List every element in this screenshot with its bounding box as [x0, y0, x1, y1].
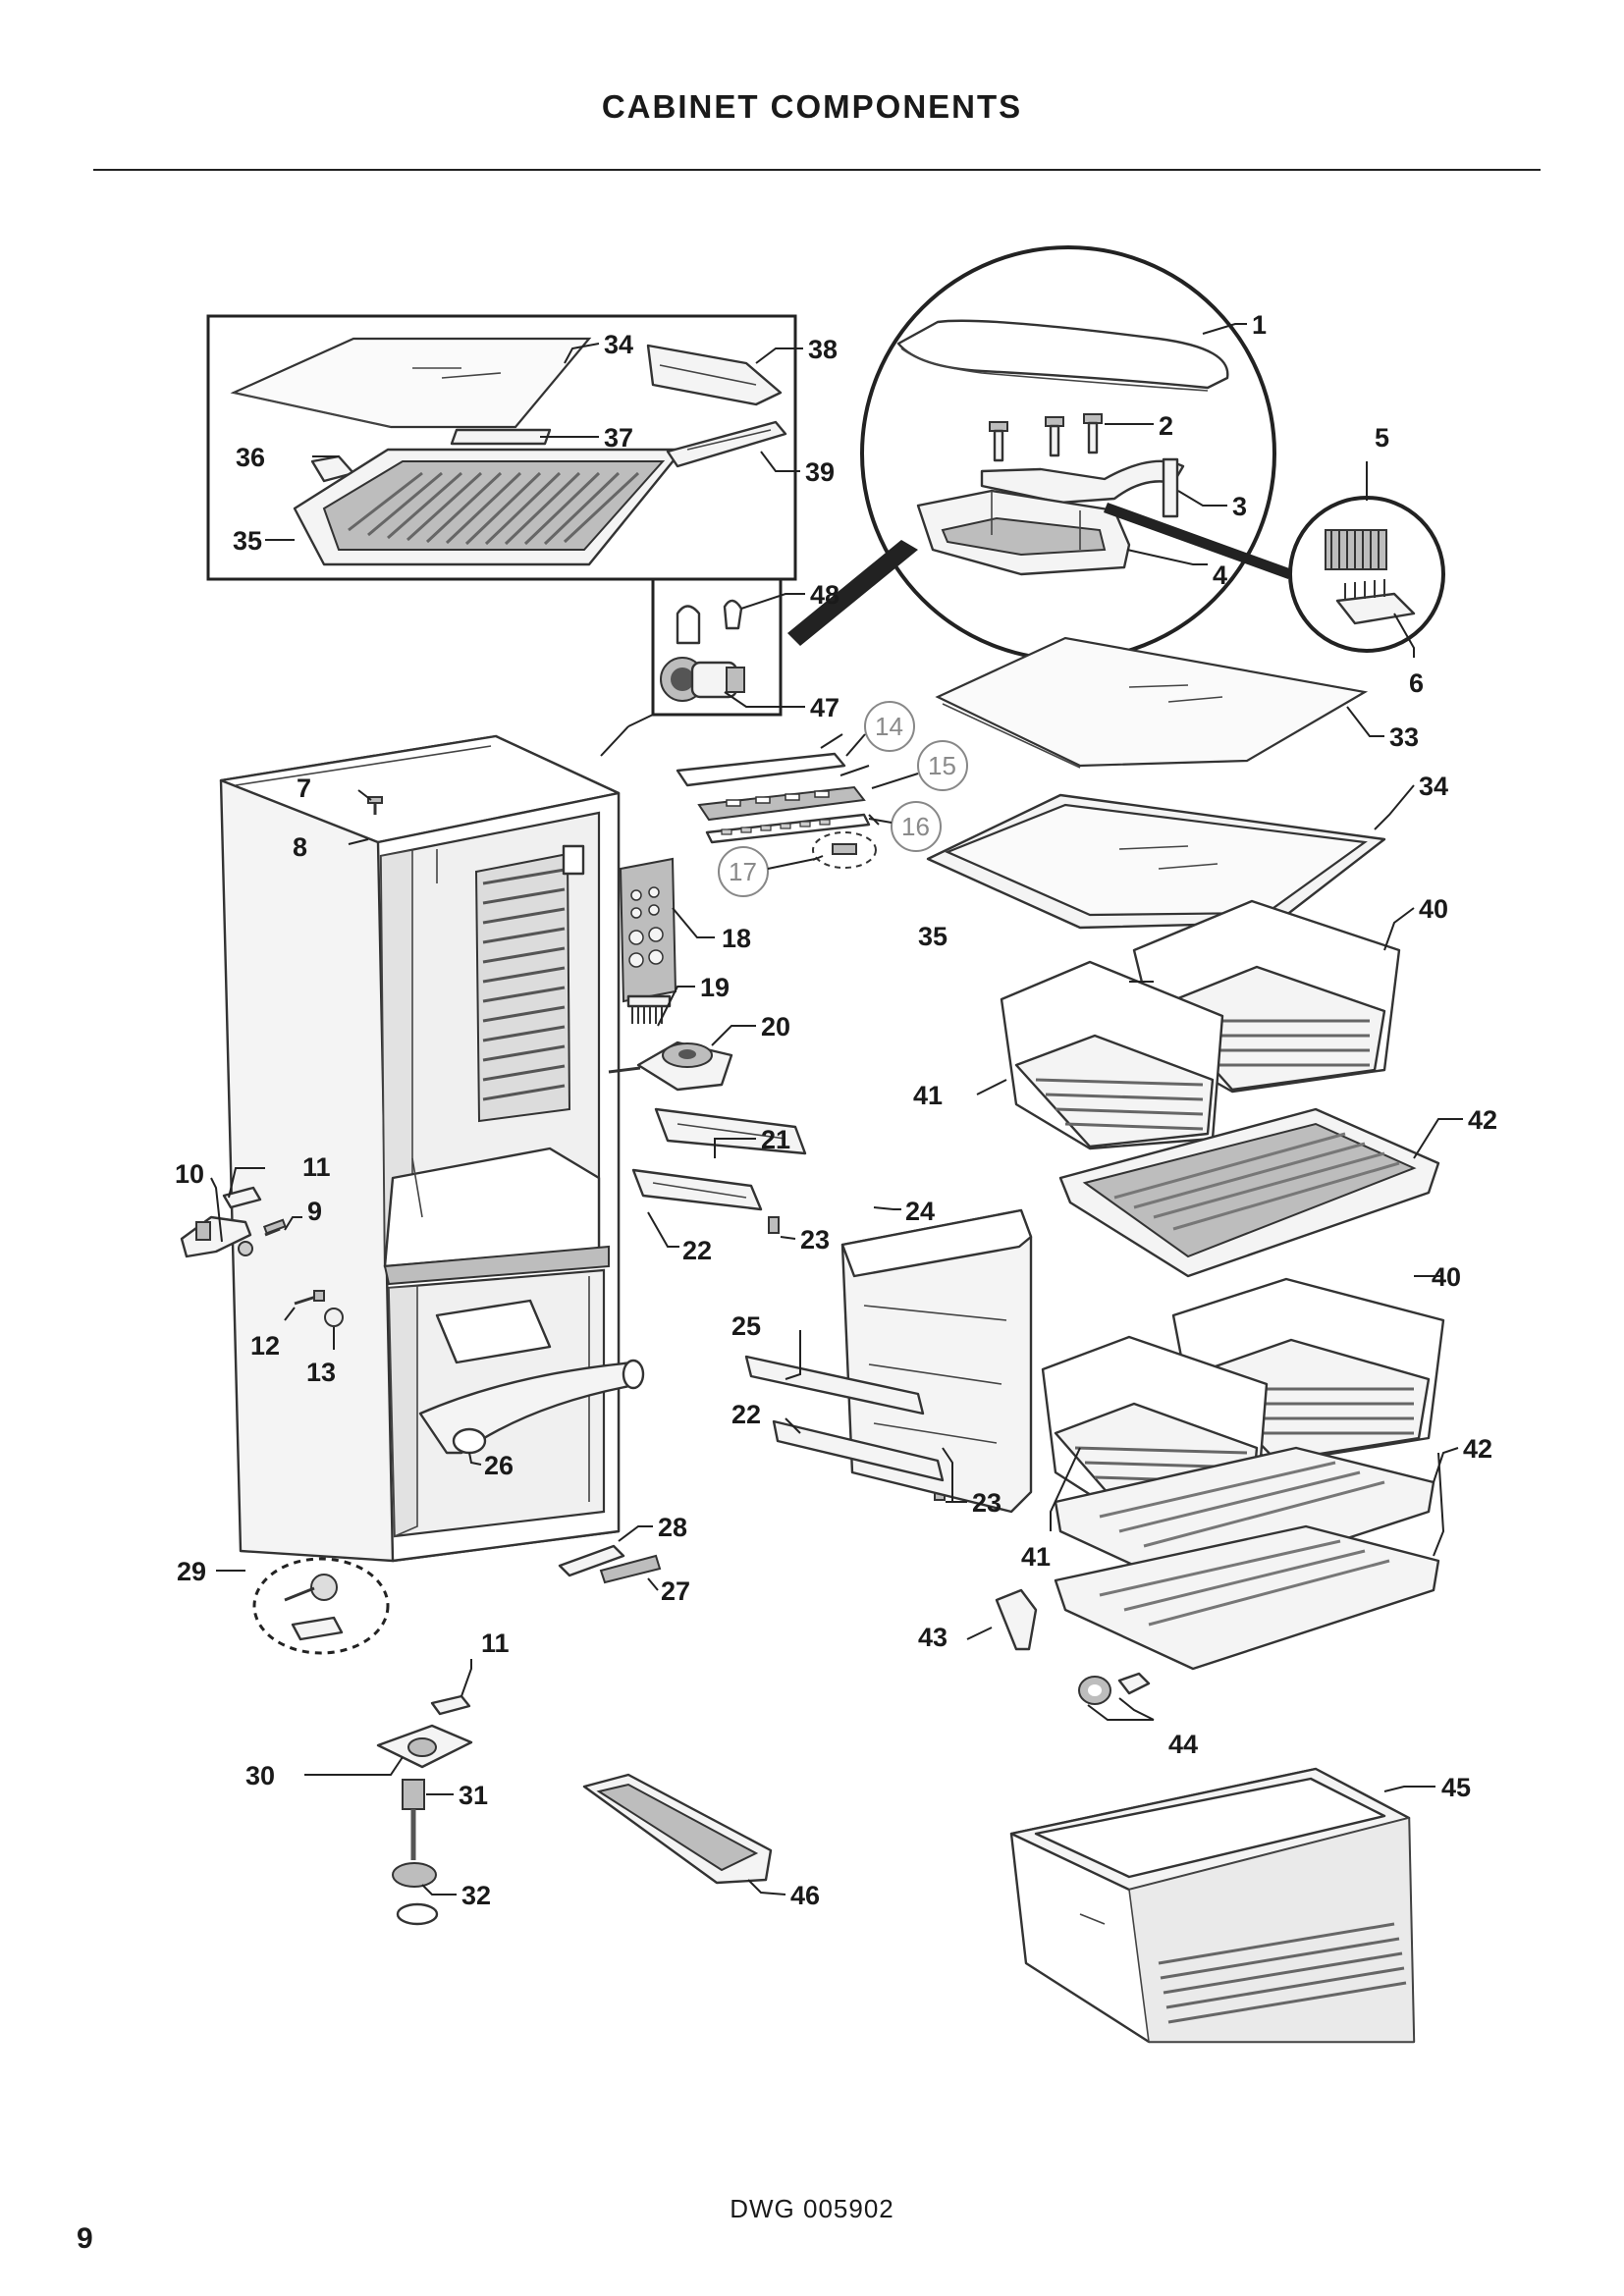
upper-tray — [1058, 1107, 1440, 1278]
page-number: 9 — [77, 2222, 93, 2255]
callout-21: 21 — [761, 1125, 790, 1154]
callout-18: 18 — [722, 924, 751, 953]
lower-bins — [1041, 1277, 1445, 1522]
rail-parts — [631, 1107, 1033, 1514]
callout-45: 45 — [1441, 1773, 1471, 1802]
refrigerator-cabinet — [219, 734, 645, 1563]
title-rule — [93, 169, 1541, 171]
callout-35: 35 — [918, 922, 947, 951]
callout-20: 20 — [761, 1012, 790, 1041]
callout-22: 22 — [682, 1236, 712, 1265]
callout-32: 32 — [461, 1881, 491, 1910]
upper-bins — [1000, 899, 1401, 1150]
light-cover-parts — [676, 752, 877, 869]
callout-1: 1 — [1252, 310, 1267, 340]
callout-31: 31 — [459, 1781, 488, 1810]
lower-trays — [1054, 1446, 1440, 1671]
callout-9: 9 — [307, 1197, 322, 1226]
control-panel — [619, 857, 677, 1003]
screw-icon — [989, 413, 1103, 462]
callout-36: 36 — [236, 443, 265, 472]
leader-lines — [210, 323, 1463, 1896]
fan-icon — [608, 1041, 733, 1092]
callout-33: 33 — [1389, 722, 1419, 752]
callout-26: 26 — [484, 1451, 514, 1480]
callout-42: 42 — [1463, 1434, 1492, 1464]
wire-connector — [626, 994, 672, 1024]
callout-17: 17 — [729, 857, 757, 886]
inset-water-fittings-box — [600, 577, 783, 757]
callout-47: 47 — [810, 693, 839, 722]
callout-38: 38 — [808, 335, 838, 364]
callout-3: 3 — [1232, 492, 1247, 521]
page-title: CABINET COMPONENTS — [601, 88, 1023, 125]
freezer-drawer — [1009, 1767, 1416, 2044]
callout-30: 30 — [245, 1761, 275, 1790]
callout-7: 7 — [297, 774, 311, 803]
callout-37: 37 — [604, 423, 633, 453]
callout-23: 23 — [800, 1225, 830, 1255]
callout-labels: 1 2 3 4 5 6 7 8 9 10 11 11 12 13 18 19 2… — [175, 310, 1497, 1910]
callout-28: 28 — [658, 1513, 687, 1542]
callout-11: 11 — [302, 1152, 331, 1182]
callout-22: 22 — [731, 1400, 761, 1429]
callout-19: 19 — [700, 973, 730, 1002]
callout-13: 13 — [306, 1358, 336, 1387]
callout-16: 16 — [901, 812, 930, 841]
callout-35: 35 — [233, 526, 262, 556]
callout-6: 6 — [1409, 668, 1424, 698]
callout-24: 24 — [905, 1197, 935, 1226]
callout-10: 10 — [175, 1159, 204, 1189]
hinge-detail-circle — [860, 245, 1276, 662]
callout-43: 43 — [918, 1623, 947, 1652]
detail-connector — [787, 540, 918, 646]
drawing-number: DWG 005902 — [730, 2194, 894, 2223]
callout-8: 8 — [293, 832, 307, 862]
small-parts-27-29 — [252, 1544, 662, 1655]
leveler-parts — [376, 1694, 473, 1926]
callout-41: 41 — [913, 1081, 943, 1110]
callout-25: 25 — [731, 1311, 761, 1341]
callout-41: 41 — [1021, 1542, 1051, 1572]
right-shelves — [926, 636, 1386, 930]
misc-small-parts — [582, 1588, 1151, 1885]
callout-39: 39 — [805, 457, 835, 487]
callout-15: 15 — [928, 751, 956, 780]
callout-44: 44 — [1168, 1730, 1198, 1759]
callout-14: 14 — [875, 712, 903, 741]
circled-callouts: 14 15 16 17 — [718, 701, 968, 897]
callout-23: 23 — [972, 1488, 1001, 1518]
callout-40: 40 — [1432, 1262, 1461, 1292]
inset-crisper-shelf-box — [206, 314, 797, 581]
callout-12: 12 — [250, 1331, 280, 1361]
callout-27: 27 — [661, 1576, 690, 1606]
hinge-side-parts — [180, 1186, 344, 1327]
callout-29: 29 — [177, 1557, 206, 1586]
callout-4: 4 — [1213, 561, 1227, 590]
callout-34: 34 — [1419, 772, 1448, 801]
callout-34: 34 — [604, 330, 633, 359]
callout-46: 46 — [790, 1881, 820, 1910]
callout-2: 2 — [1159, 411, 1173, 441]
callout-40: 40 — [1419, 894, 1448, 924]
detail-connector — [1104, 503, 1292, 579]
callout-11: 11 — [481, 1629, 510, 1658]
callout-48: 48 — [810, 580, 839, 610]
connector-detail-circle — [1288, 496, 1445, 653]
callout-5: 5 — [1375, 423, 1389, 453]
callout-42: 42 — [1468, 1105, 1497, 1135]
